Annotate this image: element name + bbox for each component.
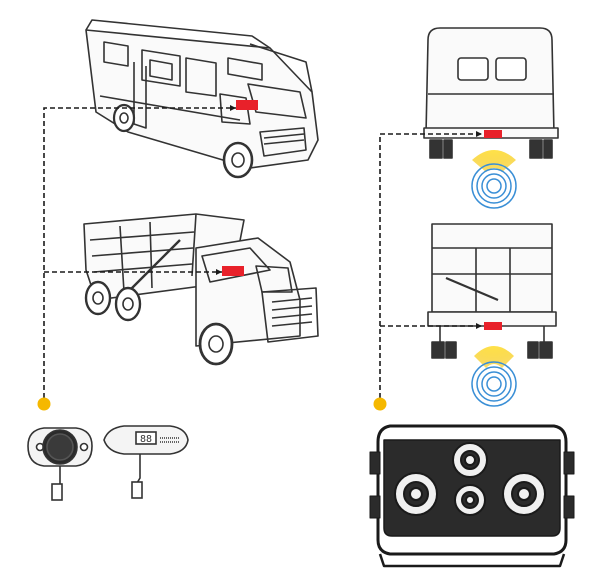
buzzer-icon [27,427,93,501]
left-wiring-arrows [216,105,236,275]
rv-motorhome-icon [85,19,319,179]
right-connection-dot [373,397,387,411]
right-wiring-line [379,133,482,398]
right-wiring-arrows [476,131,482,329]
display-readout: 88 [140,434,152,445]
rv-rear-view-icon [423,27,559,159]
left-wiring-line [43,107,236,398]
truck-rear-view-icon [427,223,557,359]
rv-ultrasonic-sensor-icon [471,150,517,209]
dump-truck-icon [83,213,319,366]
led-display-icon: 88 [103,425,189,499]
sensor-module-icon [369,424,575,568]
left-connection-dot [37,397,51,411]
truck-ultrasonic-sensor-icon [471,346,517,407]
